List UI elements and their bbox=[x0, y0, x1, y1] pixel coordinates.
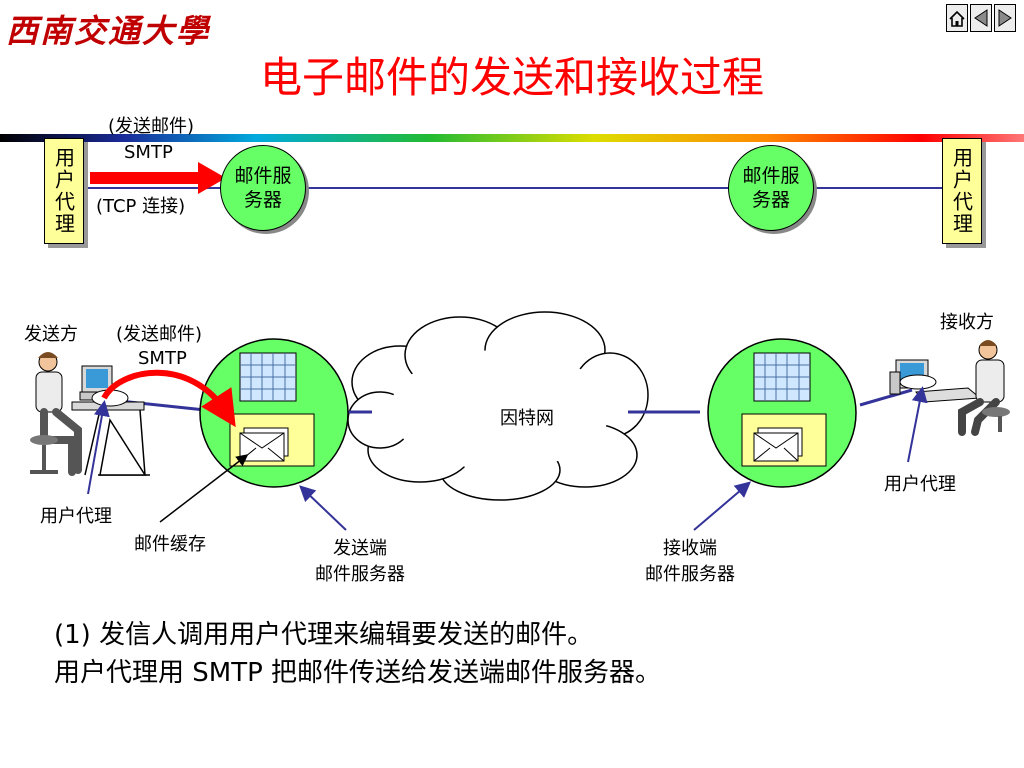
mailbox-cache-label: 邮件缓存 bbox=[134, 534, 206, 555]
pointer-recv-server bbox=[693, 481, 752, 531]
home-button[interactable] bbox=[946, 4, 968, 32]
top-right-mail-server-label: 邮件服务器 bbox=[742, 165, 800, 211]
top-smtp-arrow bbox=[90, 162, 226, 194]
receiver-label: 接收方 bbox=[940, 312, 994, 333]
prev-button[interactable] bbox=[970, 4, 992, 32]
recv-server-label-line2: 邮件服务器 bbox=[645, 564, 735, 585]
internet-cloud bbox=[347, 311, 649, 501]
triangle-left-icon bbox=[974, 9, 988, 27]
sender-label: 发送方 bbox=[24, 324, 78, 345]
top-left-mail-server: 邮件服务器 bbox=[220, 145, 306, 231]
pointer-left-user-agent bbox=[87, 400, 110, 495]
top-right-user-agent: 用户代理 bbox=[942, 138, 982, 244]
pointer-mailbox-cache bbox=[159, 454, 249, 523]
pointer-right-user-agent bbox=[907, 386, 928, 463]
bottom-arrow-label-smtp: SMTP bbox=[138, 348, 187, 369]
sender-mail-server bbox=[199, 338, 349, 488]
top-left-mail-server-label: 邮件服务器 bbox=[234, 165, 292, 211]
top-left-user-agent: 用户代理 bbox=[44, 138, 84, 244]
bottom-smtp-arrow bbox=[101, 369, 236, 428]
university-logo: 西南交通大學 bbox=[6, 12, 211, 50]
top-right-mail-server: 邮件服务器 bbox=[728, 145, 814, 231]
caption: (1) 发信人调用用户代理来编辑要发送的邮件。 用户代理用 SMTP 把邮件传送… bbox=[54, 616, 661, 692]
triangle-right-icon bbox=[998, 9, 1012, 27]
right-user-agent-label: 用户代理 bbox=[884, 474, 956, 495]
internet-label: 因特网 bbox=[500, 408, 554, 429]
top-arrow-label-smtp: SMTP bbox=[124, 142, 173, 163]
receiver-mail-server bbox=[707, 338, 857, 488]
next-button[interactable] bbox=[994, 4, 1016, 32]
page-title: 电子邮件的发送和接收过程 bbox=[259, 53, 764, 102]
recv-server-label: 接收端 邮件服务器 bbox=[620, 534, 760, 586]
pointer-send-server bbox=[299, 485, 347, 531]
top-arrow-label-tcp: (TCP 连接) bbox=[96, 196, 186, 217]
recv-server-label-line1: 接收端 bbox=[663, 538, 717, 559]
top-arrow-label-send: (发送邮件) bbox=[108, 116, 195, 137]
caption-line2: 用户代理用 SMTP 把邮件传送给发送端邮件服务器。 bbox=[54, 658, 662, 688]
caption-line1: (1) 发信人调用用户代理来编辑要发送的邮件。 bbox=[54, 620, 594, 650]
bottom-arrow-label-send: (发送邮件) bbox=[116, 324, 203, 345]
link-server-to-receiver bbox=[859, 388, 913, 407]
send-server-label-line2: 邮件服务器 bbox=[315, 564, 405, 585]
sender-person-computer bbox=[30, 352, 150, 476]
home-icon bbox=[949, 10, 965, 27]
receiver-person-computer bbox=[889, 340, 1010, 436]
send-server-label-line1: 发送端 bbox=[333, 538, 387, 559]
left-user-agent-label: 用户代理 bbox=[40, 506, 112, 527]
rainbow-divider bbox=[0, 134, 1024, 142]
send-server-label: 发送端 邮件服务器 bbox=[290, 534, 430, 586]
